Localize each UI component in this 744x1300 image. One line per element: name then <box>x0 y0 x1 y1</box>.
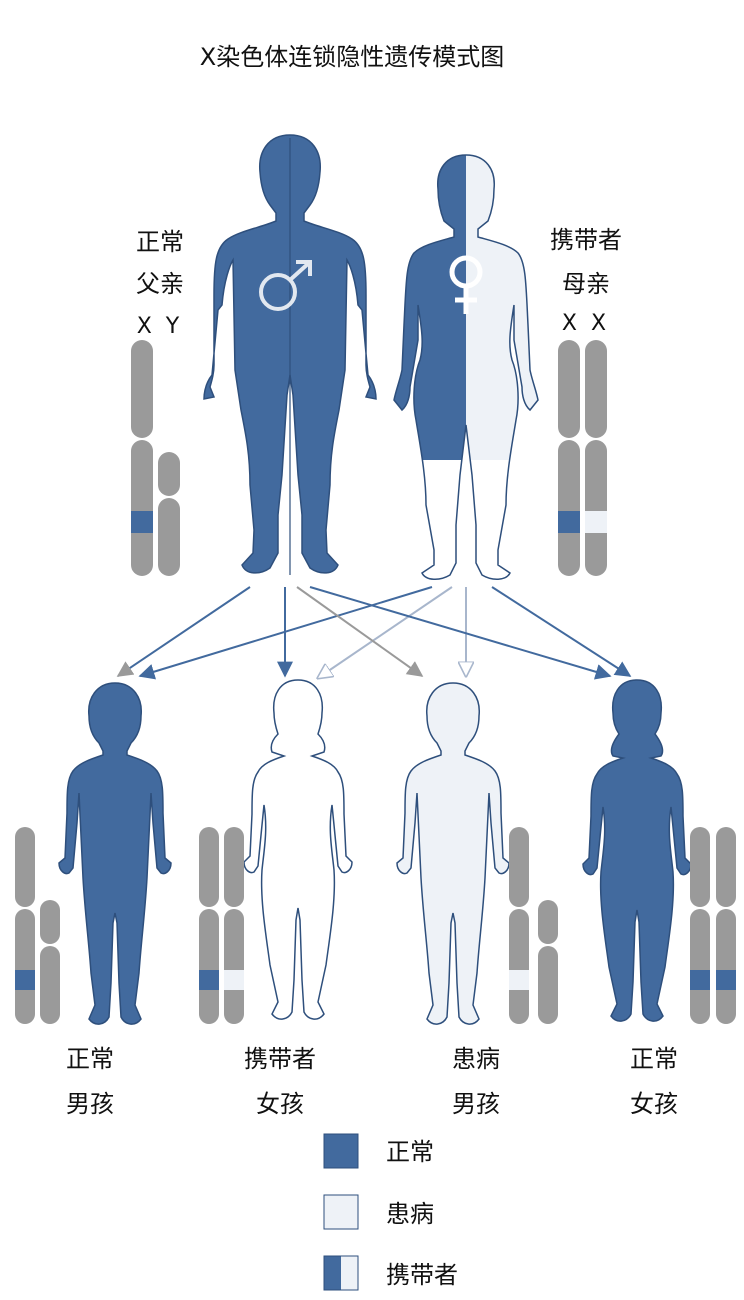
arrow-mother-to-daughter1 <box>318 586 453 678</box>
mother-x1-gene-normal <box>558 511 580 533</box>
father-x-gene-normal <box>131 511 153 533</box>
father-label-line2: 父亲 <box>136 270 184 298</box>
mother-chromosome-label: X X <box>562 311 606 336</box>
father-label-line1: 正常 <box>136 228 184 256</box>
child1-normal-boy-figure <box>58 682 172 1025</box>
child3-label-line1: 患病 <box>452 1045 500 1073</box>
page-title: X染色体连锁隐性遗传模式图 <box>200 43 504 71</box>
inheritance-arrows <box>116 586 632 680</box>
child3-y-chromosome <box>538 900 558 1024</box>
child2-carrier-girl-figure <box>243 679 353 1020</box>
legend-swatch-carrier <box>323 1255 359 1291</box>
child3-x-chromosome <box>509 827 529 1024</box>
child3-affected-boy-figure <box>396 682 510 1025</box>
child4-x-chromosome-2 <box>716 827 736 1024</box>
male-symbol-icon <box>259 260 312 311</box>
child2-label-line2: 女孩 <box>256 1090 304 1118</box>
arrow-mother-to-daughter2 <box>491 586 632 677</box>
legend: 正常 患病 携带者 <box>323 1133 458 1291</box>
child1-x-chromosome <box>15 827 35 1024</box>
child4-normal-girl-figure <box>582 679 692 1022</box>
child4-x-chromosome-1 <box>690 827 710 1024</box>
mother-x2-gene-affected <box>585 511 607 533</box>
child2-label-line1: 携带者 <box>244 1045 316 1073</box>
father-chromosome-label: X Y <box>137 314 180 339</box>
child1-y-chromosome <box>40 900 60 1024</box>
father-y-chromosome <box>158 452 180 576</box>
father-x-chromosome <box>131 340 153 576</box>
mother-x-chromosome-2 <box>585 340 607 576</box>
mother-label-line2: 母亲 <box>562 270 610 298</box>
arrow-father-to-daughter2 <box>309 586 612 680</box>
female-symbol-icon <box>449 255 483 314</box>
father-figure <box>203 134 377 575</box>
child4-label-line1: 正常 <box>630 1045 678 1073</box>
legend-label-carrier: 携带者 <box>386 1261 458 1289</box>
legend-swatch-affected <box>323 1194 359 1230</box>
arrow-father-to-son1 <box>116 586 251 677</box>
child2-x-chromosome-2 <box>224 827 244 1024</box>
legend-label-normal: 正常 <box>386 1138 434 1166</box>
child2-x-chromosome-1 <box>199 827 219 1024</box>
child1-label-line1: 正常 <box>66 1045 114 1073</box>
mother-figure <box>393 154 539 581</box>
arrow-father-to-son2 <box>296 586 424 677</box>
child1-label-line2: 男孩 <box>66 1090 114 1118</box>
mother-x-chromosome-1 <box>558 340 580 576</box>
legend-label-affected: 患病 <box>386 1200 434 1228</box>
mother-label-line1: 携带者 <box>550 226 622 254</box>
legend-swatch-normal <box>323 1133 359 1169</box>
child4-label-line2: 女孩 <box>630 1090 678 1118</box>
child3-label-line2: 男孩 <box>452 1090 500 1118</box>
